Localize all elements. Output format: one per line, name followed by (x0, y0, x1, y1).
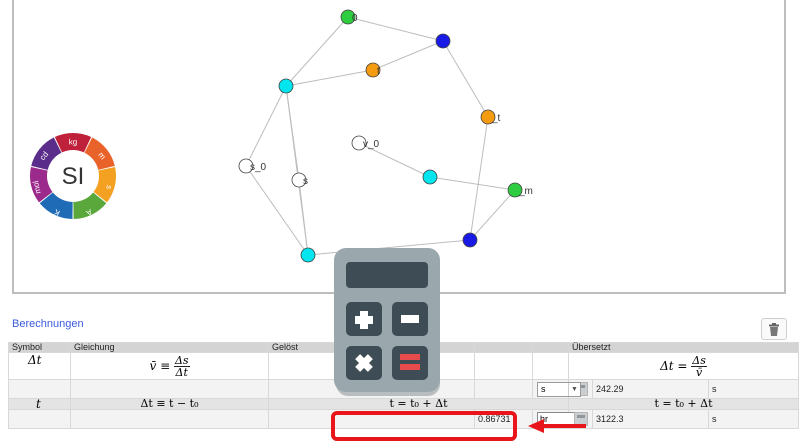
si-unit-label: mol (31, 180, 43, 195)
graph-node[interactable]: s_0 (238, 158, 267, 174)
row2-translated: t = t₀ + Δt (568, 398, 799, 410)
si-unit-segment[interactable] (54, 133, 92, 153)
graph-node[interactable] (462, 232, 478, 248)
si-unit-segment[interactable] (93, 166, 116, 203)
si-unit-segment[interactable] (84, 137, 115, 170)
si-unit-label: s (104, 184, 114, 190)
graph-edge (285, 16, 349, 87)
graph-node[interactable]: v_0 (351, 135, 380, 151)
graph-node[interactable]: _m (507, 182, 533, 198)
graph-node[interactable]: s (291, 172, 308, 188)
si-unit-segment[interactable] (31, 137, 62, 170)
graph-edge (307, 239, 471, 256)
calculations-table: Symbol Gleichung Gelöst Übersetzt Δt v̄ … (8, 342, 799, 429)
row2-solved: t = t₀ + Δt (268, 398, 569, 410)
si-logo-text: SI (62, 163, 85, 190)
table-row: 0.86731 hr 3122.3 s (8, 409, 799, 429)
graph-edge (442, 40, 489, 118)
variable-graph: 0 t _t v_0 s_0s _m (238, 9, 533, 263)
graph-edge (285, 69, 374, 87)
graph-edge (429, 176, 516, 191)
graph-edge (347, 16, 444, 42)
input-highlight (331, 411, 517, 441)
graph-edge (469, 116, 489, 241)
si-unit-label: m (96, 150, 107, 161)
graph-edge (245, 165, 309, 256)
arrow-left-icon (528, 419, 586, 433)
chevron-down-icon: ▼ (568, 382, 580, 396)
si-unit-label: K (52, 207, 61, 218)
row2-symbol: t (8, 398, 71, 410)
delete-button[interactable] (761, 318, 787, 340)
calculator-icon[interactable] (334, 248, 442, 396)
table-row: t Δt ≡ t − t₀ t = t₀ + Δt t = t₀ + Δt (8, 398, 799, 410)
trash-icon (769, 322, 779, 336)
graph-node-label: t (377, 66, 380, 77)
row1-unit-select[interactable]: s ▼ (537, 381, 581, 397)
row2-result-value: 3122.3 (592, 409, 709, 429)
row2-equation: Δt ≡ t − t₀ (70, 398, 269, 410)
row1-result-value: 242.29 (592, 379, 709, 399)
graph-node[interactable] (422, 169, 438, 185)
header-symbol: Symbol (8, 342, 71, 353)
si-unit-segment[interactable] (73, 192, 107, 219)
graph-node[interactable] (435, 33, 451, 49)
graph-canvas[interactable] (12, 0, 786, 294)
graph-node-label: 0 (352, 13, 358, 24)
calculator-icon[interactable] (573, 412, 588, 426)
si-unit-segment[interactable] (30, 167, 53, 203)
graph-edge (245, 85, 287, 167)
graph-edge (358, 142, 431, 178)
graph-node-label: s_0 (250, 162, 267, 173)
si-unit-label: A (84, 207, 93, 218)
graph-node[interactable] (300, 247, 316, 263)
graph-node[interactable]: _t (480, 109, 501, 125)
graph-node-label: _m (518, 186, 533, 197)
graph-node[interactable]: t (365, 62, 381, 78)
graph-edge (372, 40, 444, 71)
graph-node[interactable]: 0 (340, 9, 358, 25)
header-equation: Gleichung (70, 342, 269, 353)
graph-node[interactable] (278, 78, 294, 94)
graph-node-label: _t (491, 113, 501, 124)
graph-edge (298, 179, 309, 256)
graph-node-label: s (303, 176, 308, 187)
header-translated: Übersetzt (568, 342, 799, 353)
row1-result-unit: s (708, 379, 799, 399)
si-unit-segment[interactable] (39, 192, 73, 219)
section-title-berechnungen: Berechnungen (12, 318, 84, 330)
row1-symbol: Δt (8, 352, 71, 380)
si-unit-label: kg (69, 137, 77, 146)
graph-edge (469, 189, 516, 241)
graph-node-label: v_0 (363, 139, 380, 150)
row2-result-unit: s (708, 409, 799, 429)
